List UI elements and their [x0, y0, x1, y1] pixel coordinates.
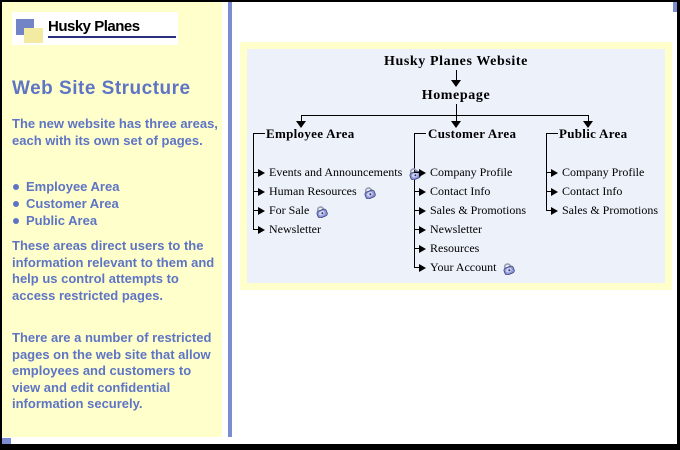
tree-node: Newsletter — [414, 222, 482, 237]
arrow-down-icon — [451, 121, 461, 128]
node-label: Contact Info — [562, 184, 623, 198]
connector-line — [546, 172, 551, 173]
logo: Husky Planes — [12, 12, 178, 45]
node-label: Your Account — [430, 260, 497, 274]
arrow-down-icon — [451, 80, 461, 87]
bracket-line — [414, 133, 426, 134]
tree-node: Contact Info — [414, 184, 490, 199]
connector-line — [414, 267, 419, 268]
connector-line — [301, 115, 589, 116]
bracket-line — [546, 133, 558, 134]
connector-line — [253, 210, 258, 211]
top-right-accent — [673, 2, 677, 12]
connector-line — [414, 172, 419, 173]
connector-line — [301, 115, 302, 122]
public-area-header: Public Area — [559, 126, 628, 141]
connector-line — [456, 115, 457, 122]
arrow-right-icon — [419, 168, 426, 177]
connector-line — [253, 191, 258, 192]
bracket-line — [253, 133, 265, 134]
connector-line — [546, 210, 551, 211]
areas-paragraph: These areas direct users to the informat… — [12, 238, 215, 303]
bracket-line — [414, 133, 415, 268]
node-label: Newsletter — [269, 222, 321, 236]
arrow-right-icon — [419, 225, 426, 234]
homepage-node: Homepage — [421, 88, 491, 103]
bullet-label: Public Area — [26, 213, 98, 228]
arrow-right-icon — [419, 263, 426, 272]
connector-line — [414, 191, 419, 192]
list-item: Customer Area — [12, 195, 220, 212]
arrow-right-icon — [258, 168, 265, 177]
tree-node: Resources — [414, 241, 479, 256]
bullet-label: Employee Area — [26, 179, 120, 194]
arrow-right-icon — [551, 187, 558, 196]
arrow-right-icon — [551, 206, 558, 215]
connector-line — [253, 229, 258, 230]
node-label: Events and Announcements — [269, 165, 403, 179]
arrow-right-icon — [551, 168, 558, 177]
arrow-right-icon — [419, 187, 426, 196]
connector-line — [253, 172, 258, 173]
node-label: Company Profile — [430, 165, 513, 179]
bullet-label: Customer Area — [26, 196, 119, 211]
tree-node: Newsletter — [253, 222, 321, 237]
tree-node: Contact Info — [546, 184, 622, 199]
intro-paragraph: The new website has three areas, each wi… — [12, 116, 218, 148]
lock-icon — [364, 186, 376, 199]
tree-node: Sales & Promotions — [546, 203, 658, 218]
tree-node: Events and Announcements — [253, 165, 422, 180]
arrow-right-icon — [419, 244, 426, 253]
bullet-icon — [13, 183, 19, 190]
lock-icon — [504, 262, 516, 275]
bottom-left-accent — [2, 438, 11, 444]
bracket-line — [253, 133, 254, 230]
connector-line — [456, 104, 457, 115]
tree-node: Company Profile — [546, 165, 644, 180]
arrow-right-icon — [258, 225, 265, 234]
arrow-down-icon — [583, 121, 593, 128]
list-item: Public Area — [12, 212, 220, 229]
diagram-canvas: Husky Planes Website Homepage Employee A… — [247, 49, 665, 283]
node-label: Company Profile — [562, 165, 645, 179]
connector-line — [414, 248, 419, 249]
diagram-title: Husky Planes Website — [384, 54, 528, 69]
node-label: Human Resources — [269, 184, 357, 198]
employee-area-header: Employee Area — [266, 126, 355, 141]
tree-node: Sales & Promotions — [414, 203, 526, 218]
node-label: Contact Info — [430, 184, 491, 198]
sidebar-divider — [228, 2, 232, 437]
connector-line — [546, 191, 551, 192]
tree-node: Human Resources — [253, 184, 377, 199]
arrow-down-icon — [296, 121, 306, 128]
node-label: Resources — [430, 241, 480, 255]
tree-node: For Sale — [253, 203, 329, 218]
logo-title: Husky Planes — [48, 18, 140, 35]
arrow-right-icon — [258, 206, 265, 215]
bullet-icon — [13, 217, 19, 224]
area-bullet-list: Employee Area Customer Area Public Area — [12, 178, 220, 229]
connector-line — [456, 70, 457, 81]
connector-line — [588, 115, 589, 122]
node-label: For Sale — [269, 203, 310, 217]
logo-yellow-square-icon — [24, 28, 43, 43]
lock-icon — [316, 205, 329, 218]
site-structure-diagram: Husky Planes Website Homepage Employee A… — [240, 42, 672, 290]
node-label: Newsletter — [430, 222, 482, 236]
logo-underline — [48, 36, 176, 38]
restricted-paragraph: There are a number of restricted pages o… — [12, 330, 212, 411]
tree-node: Company Profile — [414, 165, 512, 180]
tree-node: Your Account — [414, 260, 516, 275]
list-item: Employee Area — [12, 178, 220, 195]
connector-line — [414, 229, 419, 230]
sidebar: Husky Planes Web Site Structure The new … — [2, 2, 222, 437]
connector-line — [414, 210, 419, 211]
node-label: Sales & Promotions — [430, 203, 527, 217]
customer-area-header: Customer Area — [428, 126, 517, 141]
node-label: Sales & Promotions — [562, 203, 659, 217]
page-title: Web Site Structure — [12, 78, 191, 99]
bullet-icon — [13, 200, 19, 207]
arrow-right-icon — [419, 206, 426, 215]
arrow-right-icon — [258, 187, 265, 196]
